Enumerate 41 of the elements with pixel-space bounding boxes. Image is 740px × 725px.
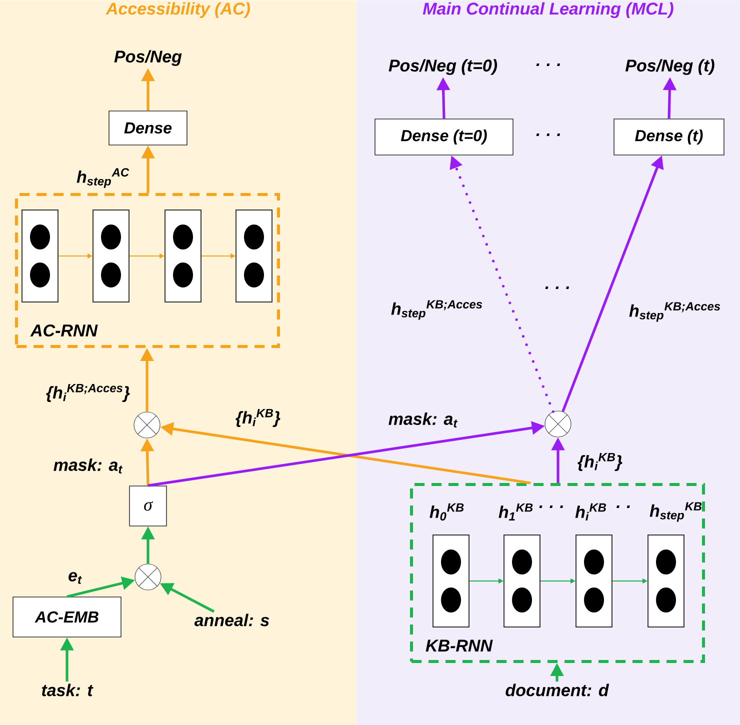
rnn-cell [236, 210, 272, 302]
edge-label: e$_{t}$ [67, 571, 83, 585]
rnn-cell [504, 534, 540, 628]
ellipsis: · · · [536, 64, 560, 66]
io-label: anneal: s [194, 614, 270, 626]
io-label: Pos/Neg (t) [625, 59, 714, 75]
multiply-circle [134, 412, 160, 438]
layer-box: Dense (t) [614, 118, 724, 156]
sigmoid-box: σ [129, 486, 167, 526]
edge-label: h$_{step}$KB;Acces [628, 301, 722, 323]
edge-label: mask: a$_{t}$ [52, 458, 124, 474]
edge-label: {h$_{i}$$^{KB}$} [576, 452, 624, 472]
ellipsis: · · · [539, 506, 563, 508]
hidden-state-label: h$_{0}$KB [430, 503, 464, 521]
hidden-state-label: h$_{1}$KB [498, 503, 533, 521]
multiply-circle [544, 410, 572, 438]
multiply-circle [134, 564, 162, 590]
io-label: document: d [506, 684, 610, 696]
hidden-state-label: h$_{i}$KB [575, 503, 606, 521]
rnn-cell [648, 534, 684, 628]
edge-label: {h$_{i}$$^{KB}$} [234, 408, 282, 428]
layer-box: Dense [108, 110, 188, 146]
rnn-cell [22, 210, 58, 302]
rnn-cell [164, 210, 202, 302]
rnn-block: AC-RNN [15, 193, 280, 348]
layer-box: Dense (t=0) [374, 118, 514, 156]
ellipsis: · · · [545, 286, 569, 290]
io-label: Pos/Neg (t=0) [388, 59, 498, 75]
layer-box: AC-EMB [12, 596, 122, 638]
rnn-cell [576, 534, 612, 628]
rnn-cell [92, 210, 130, 302]
io-label: Pos/Neg [114, 50, 182, 66]
edge-label: mask: a$_{t}$ [387, 412, 459, 428]
hidden-state-label: h$_{step}$KB [650, 502, 702, 522]
edge-label: h$_{step}$AC [75, 167, 131, 189]
ellipsis: · · · [536, 134, 560, 136]
edge-label: h$_{step}$KB;Acces [390, 299, 484, 321]
ellipsis: · · [616, 506, 630, 508]
rnn-cell [432, 534, 470, 628]
edge-label: {h$_{i}$$^{KB;Acces}$} [44, 383, 132, 403]
io-label: task: t [42, 684, 94, 696]
